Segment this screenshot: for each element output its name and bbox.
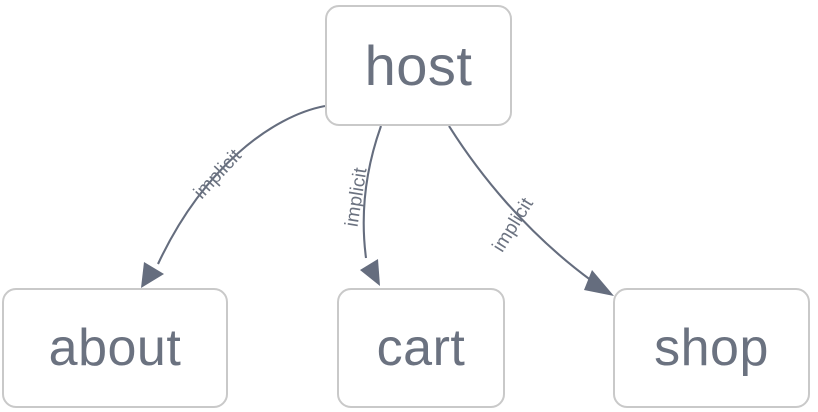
- edge-host-about: implicit: [141, 104, 326, 288]
- node-shop-label: shop: [654, 319, 769, 377]
- edge-host-cart-label: implicit: [342, 166, 372, 229]
- edge-host-cart-path: [362, 125, 382, 259]
- node-about-label: about: [48, 319, 182, 377]
- node-cart[interactable]: cart: [337, 288, 505, 408]
- edge-host-shop-arrowhead: [584, 270, 614, 296]
- node-cart-label: cart: [376, 319, 466, 377]
- edge-host-about-path: [157, 104, 326, 265]
- node-about[interactable]: about: [2, 288, 228, 408]
- edge-host-about-arrowhead: [141, 262, 164, 288]
- edge-host-cart-arrowhead: [360, 259, 380, 286]
- node-shop[interactable]: shop: [613, 288, 810, 408]
- edge-host-about-label: implicit: [190, 145, 246, 203]
- edge-host-shop: implicit: [448, 125, 614, 296]
- node-host-label: host: [364, 33, 473, 97]
- edge-host-shop-path: [448, 125, 593, 282]
- edge-host-shop-label: implicit: [489, 194, 539, 256]
- node-host[interactable]: host: [325, 5, 512, 126]
- edge-host-cart: implicit: [342, 125, 382, 286]
